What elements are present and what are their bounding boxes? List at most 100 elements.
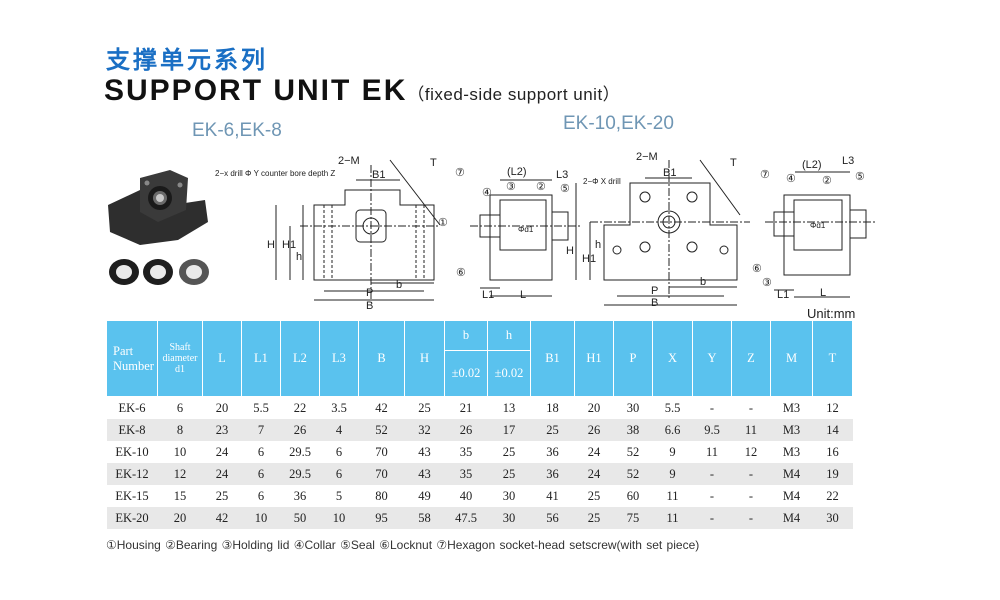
table-cell-part-number: EK-15 xyxy=(115,488,149,503)
label-h1-left: H1 xyxy=(282,239,296,251)
table-cell: 6 xyxy=(257,488,265,503)
table-cell: 30 xyxy=(626,400,640,415)
table-cell: 10 xyxy=(319,507,359,529)
table-cell: 6 xyxy=(257,444,265,459)
label-drill-right: 2−Φ X drill xyxy=(583,177,621,186)
table-cell: 49 xyxy=(418,488,431,503)
table-cell: - xyxy=(692,507,732,529)
table-cell: - xyxy=(731,463,771,485)
table-cell: 7 xyxy=(241,419,281,441)
table-cell: M4 xyxy=(770,507,813,529)
table-cell: 20 xyxy=(215,400,229,415)
table-cell-part-number: EK-8 xyxy=(106,419,158,441)
table-cell: - xyxy=(709,488,715,503)
table-cell: 15 xyxy=(173,488,187,503)
table-cell: 6 xyxy=(176,400,184,415)
label-l3-left: L3 xyxy=(556,169,568,181)
header-x: X xyxy=(652,320,693,397)
label-l-left: L xyxy=(520,289,526,301)
label-p-right: P xyxy=(651,285,658,297)
header-b-tolerance: ±0.02 xyxy=(444,350,488,397)
table-cell: - xyxy=(731,507,771,529)
label-d1-left: Φd1 xyxy=(518,225,534,234)
table-cell: 4 xyxy=(319,419,359,441)
table-cell-part-number: EK-12 xyxy=(106,463,158,485)
label-n7-left: ⑦ xyxy=(455,167,465,179)
table-cell: 75 xyxy=(613,507,653,529)
front-view-left xyxy=(275,159,441,301)
table-cell: 11 xyxy=(731,419,771,441)
variant-label-left: EK-6,EK-8 xyxy=(192,120,282,141)
table-cell: 70 xyxy=(358,463,405,485)
table-cell: 22 xyxy=(826,488,839,503)
title-chinese: 支撑单元系列 xyxy=(106,46,268,74)
header-shaft-diameter: Shaft diameter d1 xyxy=(157,320,203,397)
table-cell: 42 xyxy=(202,507,242,529)
label-h-left: H xyxy=(267,239,275,251)
table-cell: 14 xyxy=(812,419,853,441)
header-b-small: b xyxy=(444,320,488,351)
table-cell: 80 xyxy=(375,488,388,503)
table-cell: 38 xyxy=(613,419,653,441)
header-z: Z xyxy=(731,320,771,397)
table-cell: 40 xyxy=(459,488,473,503)
table-cell: 25 xyxy=(574,507,614,529)
header-l2: L2 xyxy=(280,320,320,397)
table-cell: 24 xyxy=(574,463,614,485)
table-cell: - xyxy=(709,400,715,415)
table-cell: 52 xyxy=(613,463,653,485)
title-english: SUPPORT UNIT EK（fixed-side support unit） xyxy=(104,74,620,108)
label-t-left: T xyxy=(430,157,437,169)
label-h1-right: H1 xyxy=(582,253,596,265)
header-t: T xyxy=(812,320,853,397)
table-cell: 9 xyxy=(652,463,693,485)
technical-drawings: 2−M B1 T 2−x drill Φ Y counter bore dept… xyxy=(108,151,875,312)
table-cell: 24 xyxy=(215,444,229,459)
header-part-number: Part Number xyxy=(106,320,158,397)
table-cell: 42 xyxy=(375,400,388,415)
table-cell: 11 xyxy=(705,444,719,459)
header-l1: L1 xyxy=(241,320,281,397)
table-cell: 11 xyxy=(666,488,679,503)
header-l: L xyxy=(202,320,242,397)
front-view-right xyxy=(575,159,750,306)
table-cell: 35 xyxy=(459,444,473,459)
label-l3-right: L3 xyxy=(842,155,854,167)
table-cell: 13 xyxy=(502,400,516,415)
table-cell: 6 xyxy=(319,463,359,485)
table-cell: M3 xyxy=(782,444,801,459)
variant-label-right: EK-10,EK-20 xyxy=(563,113,674,134)
label-n6-right: ⑥ xyxy=(752,263,762,275)
label-bsmall-right: b xyxy=(700,276,706,288)
table-cell-part-number: EK-20 xyxy=(106,507,158,529)
table-cell: 6 xyxy=(241,463,281,485)
legend: ①Housing ②Bearing ③Holding lid ④Collar ⑤… xyxy=(106,538,700,552)
label-l1-left: L1 xyxy=(482,289,494,301)
label-l-right: L xyxy=(820,287,826,299)
label-n6-left: ⑥ xyxy=(456,267,466,279)
side-view-left xyxy=(470,179,580,297)
label-hsmall-right: h xyxy=(595,239,601,251)
label-n5-left: ⑤ xyxy=(560,183,570,195)
label-l2-left: (L2) xyxy=(507,166,527,178)
title-subtitle: （fixed-side support unit） xyxy=(407,85,621,104)
table-cell: 30 xyxy=(812,507,853,529)
label-n4-left: ④ xyxy=(482,187,492,199)
table-cell: 10 xyxy=(241,507,281,529)
header-h: H xyxy=(404,320,445,397)
table-cell: 36 xyxy=(530,463,575,485)
table-cell: 25 xyxy=(215,488,229,503)
table-cell: 18 xyxy=(546,400,559,415)
table-cell: 24 xyxy=(202,463,242,485)
table-cell: 30 xyxy=(487,507,531,529)
table-cell: 56 xyxy=(530,507,575,529)
label-2m-left: 2−M xyxy=(338,155,360,167)
table-cell: 50 xyxy=(280,507,320,529)
table-cell: 70 xyxy=(375,444,388,459)
header-b: B xyxy=(358,320,405,397)
table-cell: 23 xyxy=(202,419,242,441)
table-cell-part-number: EK-6 xyxy=(118,400,146,415)
product-photo xyxy=(108,170,209,285)
